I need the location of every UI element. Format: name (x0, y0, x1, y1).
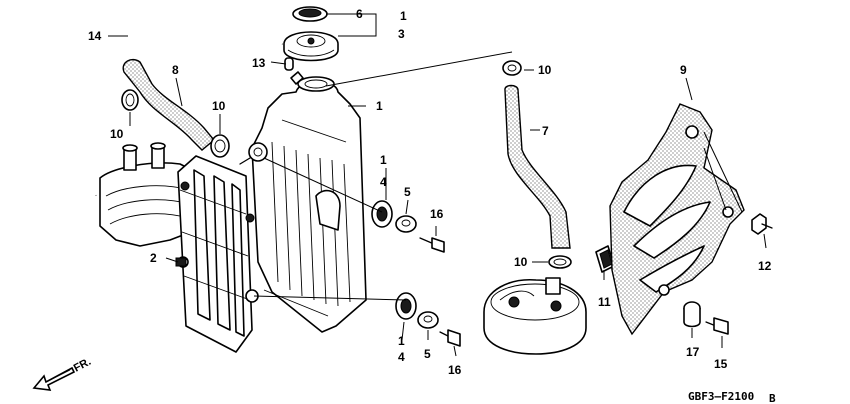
bolt-mid-part (419, 237, 445, 253)
callout-10-lower: 10 (514, 255, 528, 269)
grille-bolt-2 (175, 256, 189, 268)
hose-clamp-upper-mid (210, 134, 230, 158)
front-direction-label: FR. (72, 356, 93, 375)
bolt-12-part (751, 213, 773, 235)
bolt-low-part (439, 329, 461, 347)
callout-5-mid: 5 (404, 185, 411, 199)
callout-1-mid: 1 (380, 153, 387, 167)
radiator-core-part (239, 76, 367, 333)
callout-16-low: 16 (448, 363, 462, 377)
callout-13: 13 (252, 56, 266, 70)
callout-12: 12 (758, 259, 772, 273)
radiator-grille-part (177, 155, 255, 353)
hose-clamp-upper-left (121, 89, 139, 111)
bolt-15-part (705, 317, 729, 335)
callout-2: 2 (150, 251, 157, 265)
collar-mid-part (395, 215, 417, 233)
diagram-code-suffix: B (769, 392, 776, 404)
callout-4-mid: 4 (380, 175, 387, 189)
collar-17-part (683, 301, 701, 328)
callout-6: 6 (356, 7, 363, 21)
callout-5-low: 5 (424, 347, 431, 361)
callout-1-low: 1 (398, 334, 405, 348)
upper-radiator-hose-part (122, 58, 215, 151)
cap-seal-part (292, 6, 328, 22)
callout-9: 9 (680, 63, 687, 77)
cylinder-head-part (483, 277, 587, 355)
callout-1-radiator: 1 (376, 99, 383, 113)
leader-lines (108, 13, 767, 357)
front-direction-arrow-icon (32, 366, 76, 391)
callout-10-mid: 10 (212, 99, 226, 113)
diagram-code: GBF3–F2100 (688, 390, 754, 403)
radiator-cap-part (283, 31, 339, 62)
radiator-shroud-part (609, 103, 745, 336)
callout-3: 3 (398, 27, 405, 41)
lower-radiator-hose-part (504, 84, 571, 249)
callout-8: 8 (172, 63, 179, 77)
hose-clamp-right-top (502, 60, 522, 76)
grommet-mid-part (371, 200, 393, 228)
callout-16-mid: 16 (430, 207, 444, 221)
callout-10-right-top: 10 (538, 63, 552, 77)
callout-11: 11 (598, 295, 611, 309)
callout-7: 7 (542, 124, 549, 138)
clip-13-part (284, 57, 294, 71)
callout-17: 17 (686, 345, 700, 359)
drain-tube-clip-part (290, 71, 304, 85)
grommet-low-part (395, 292, 417, 320)
callout-1-top: 1 (400, 9, 407, 23)
callout-4-low: 4 (398, 350, 405, 364)
callout-10-left: 10 (110, 127, 124, 141)
overflow-tube-part (93, 25, 283, 196)
callout-14: 14 (88, 29, 102, 43)
hose-clamp-lower (548, 255, 572, 269)
collar-low-part (417, 311, 439, 329)
callout-15: 15 (714, 357, 728, 371)
